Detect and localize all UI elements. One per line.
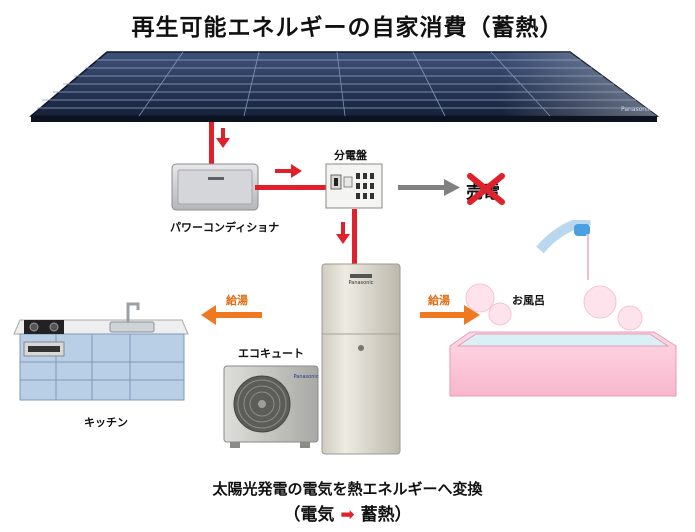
ecocute-label: エコキュート (238, 347, 304, 360)
cross-icon (467, 173, 505, 205)
orange-arrow-left-icon (201, 305, 262, 325)
solar-panel: Panasonic (28, 51, 660, 122)
red-arrow-down-icon (216, 128, 230, 148)
caption-line1: 太陽光発電の電気を熱エネルギーへ変換 (212, 480, 483, 498)
bathtub (449, 220, 677, 397)
orange-arrow-right-icon (420, 305, 480, 325)
power-conditioner-label: パワーコンディショナ (170, 221, 280, 234)
tank-brand: Panasonic (348, 280, 373, 286)
bath-label: お風呂 (512, 294, 545, 307)
red-arrow-right-icon: ➡ (340, 505, 355, 525)
gray-arrow-right-icon (398, 179, 460, 196)
distribution-board (325, 163, 383, 209)
caption-close-paren: ） (394, 505, 412, 525)
hot-water-label-left: 給湯 (226, 294, 248, 307)
inverter-to-board-line (255, 185, 333, 190)
red-arrow-right-icon (275, 164, 302, 178)
kitchen-counter (13, 302, 189, 401)
distribution-board-label: 分電盤 (334, 149, 367, 162)
panel-to-inverter-line (209, 122, 214, 184)
board-to-tank-line (352, 209, 357, 265)
heat-pump-unit: Panasonic (223, 365, 319, 448)
panel-brand: Panasonic (621, 106, 651, 113)
caption-to: 蓄熱 (360, 505, 395, 525)
caption-line2: （電気➡蓄熱） (0, 500, 695, 525)
caption-from: 電気 (300, 505, 335, 525)
caption-open-paren: （ (283, 505, 301, 525)
page-title: 再生可能エネルギーの自家消費（蓄熱） (131, 15, 564, 41)
heat-pump-brand: Panasonic (293, 374, 318, 380)
red-arrow-down-icon (336, 222, 350, 244)
hot-water-label-right: 給湯 (428, 294, 450, 307)
kitchen-label: キッチン (84, 416, 128, 429)
hot-water-tank: Panasonic (321, 263, 401, 455)
power-conditioner (171, 163, 259, 211)
